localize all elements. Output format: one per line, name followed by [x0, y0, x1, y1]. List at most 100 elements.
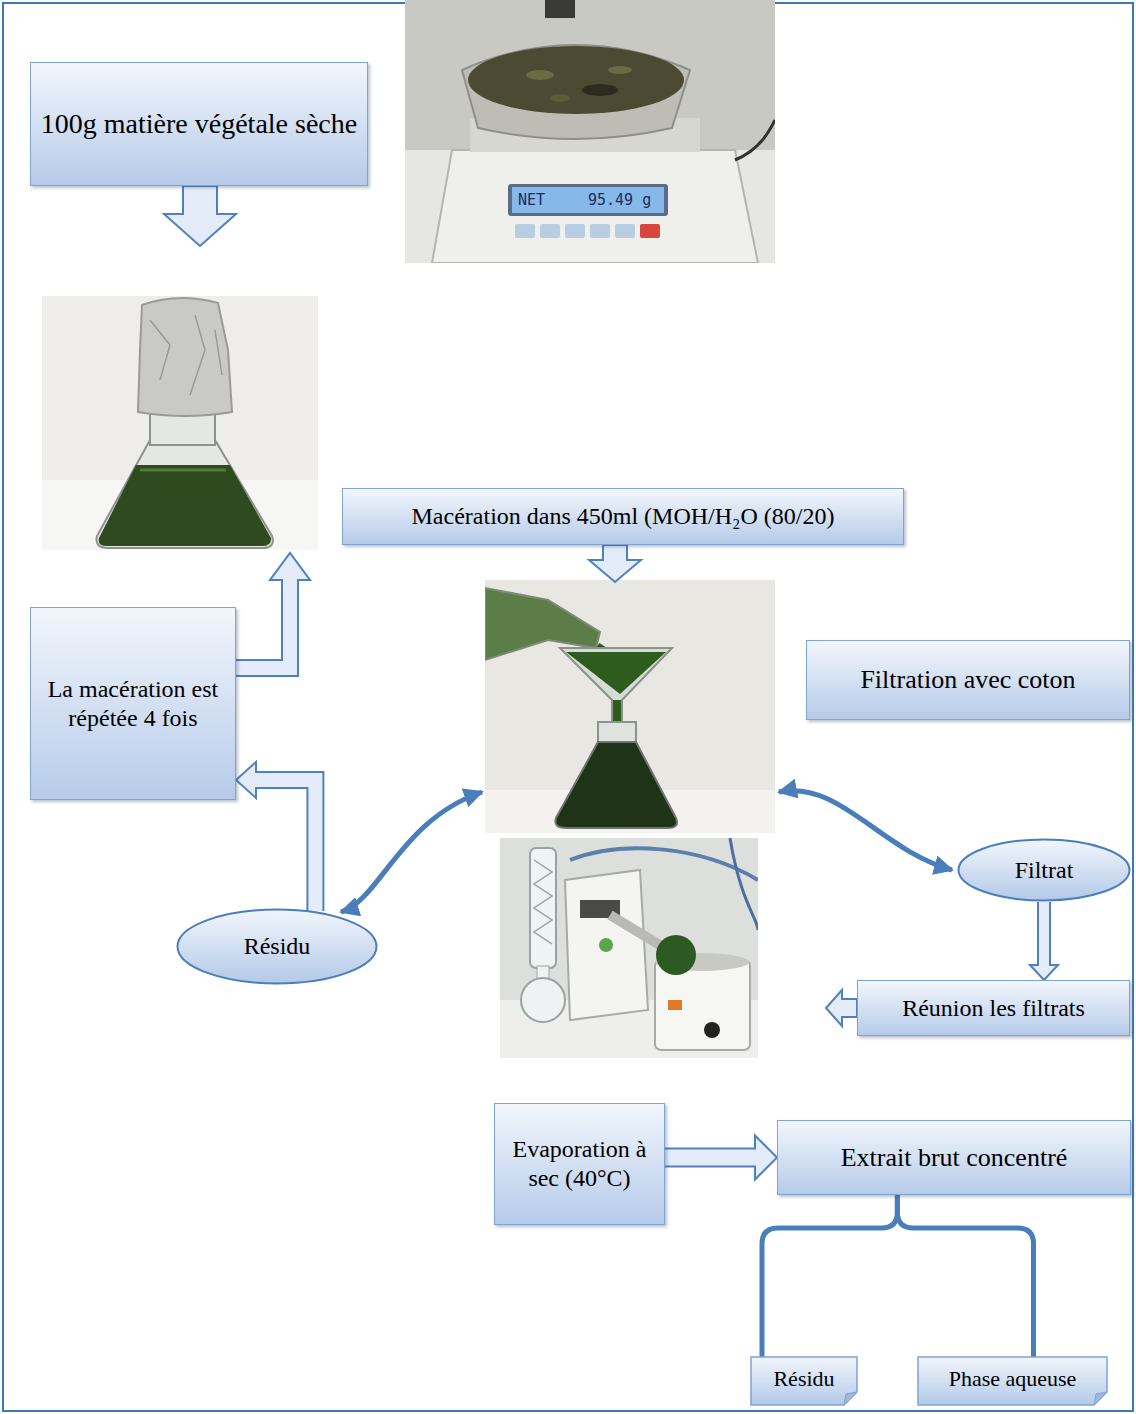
- process-box: Réunion les filtrats: [857, 980, 1130, 1036]
- process-box: Evaporation à sec (40°C): [494, 1103, 665, 1225]
- balance-photo-part: [515, 224, 535, 238]
- flow-arrow-part: [236, 579, 290, 668]
- node-text: Résidu: [758, 1366, 850, 1392]
- flow-connector: [1030, 902, 1058, 980]
- text-group: Extrait brut concentré: [786, 1142, 1122, 1173]
- balance-photo-part: [540, 224, 560, 238]
- product-ellipse: Résidu: [176, 908, 378, 985]
- rotary-evaporator-photo-part: [534, 860, 552, 944]
- filtration-photo-part: [485, 580, 775, 833]
- rotary-evaporator-photo-part: [599, 938, 613, 952]
- rotary-evaporator-photo-part: [570, 848, 758, 880]
- balance-photo-part: [462, 45, 690, 139]
- flask-photo-part: [138, 298, 232, 416]
- rotary-evaporator-photo-part: [704, 1022, 720, 1038]
- rotary-evaporator-photo: [500, 838, 758, 1058]
- filtration-photo: [485, 580, 775, 833]
- balance-photo: [405, 0, 775, 263]
- text-group: Filtrat: [981, 856, 1107, 885]
- text-group: La macération est répétée 4 fois: [39, 675, 227, 733]
- text-group: Résidu: [204, 932, 350, 961]
- rotary-evaporator-photo-part: [521, 978, 565, 1022]
- arrow-fill: [665, 1150, 759, 1166]
- balance-photo-part: [615, 224, 635, 238]
- fraction-document: Résidu: [750, 1356, 858, 1406]
- flow-connector: [897, 1195, 1033, 1356]
- balance-photo-part: [590, 224, 610, 238]
- node-text: Evaporation à sec (40°C): [503, 1135, 656, 1193]
- node-text: Extrait brut concentré: [786, 1142, 1122, 1173]
- filtration-photo-part: [566, 652, 666, 694]
- document-fold: [844, 1392, 857, 1405]
- arrow-outline: [255, 780, 315, 911]
- rotary-evaporator-photo-part: [530, 848, 556, 968]
- balance-photo-part: [468, 46, 684, 114]
- node-text: 100g matière végétale sèche: [39, 107, 359, 141]
- node-text: Réunion les filtrats: [866, 994, 1121, 1023]
- text-group: Evaporation à sec (40°C): [503, 1135, 656, 1193]
- fraction-document: Phase aqueuse: [917, 1356, 1108, 1406]
- rotary-evaporator-photo-part: [730, 838, 758, 930]
- node-text: Filtrat: [981, 856, 1107, 885]
- text-group: Réunion les filtrats: [866, 994, 1121, 1023]
- flow-connector: [665, 1136, 777, 1180]
- balance-photo-part: [508, 184, 668, 216]
- flow-arrow-part: [164, 186, 236, 246]
- ellipse-outline: [959, 840, 1130, 901]
- flow-arrow-part: [589, 545, 641, 582]
- balance-photo-part: [565, 224, 585, 238]
- flask-photo-part: [140, 469, 226, 472]
- text-group: Phase aqueuse: [925, 1366, 1100, 1392]
- arrow-fill: [252, 780, 315, 911]
- display-text: 95.49 g: [588, 191, 651, 209]
- balance-photo-part: [735, 120, 775, 160]
- flask-photo-part: [99, 465, 271, 546]
- flask-photo-part: [150, 315, 222, 395]
- note-box: La macération est répétée 4 fois: [30, 607, 236, 800]
- flask-photo: [42, 296, 318, 550]
- label-holder: 95.49 g: [588, 191, 651, 209]
- exchange-arrow-part: [779, 791, 952, 870]
- input-box: 100g matière végétale sèche: [30, 62, 368, 186]
- rotary-evaporator-photo-part: [668, 1000, 682, 1010]
- product-ellipse: Filtrat: [957, 838, 1131, 902]
- flow-arrow: [164, 186, 857, 1026]
- balance-photo-part: [550, 94, 570, 102]
- node-text: Résidu: [204, 932, 350, 961]
- ellipse-outline: [178, 910, 377, 984]
- brace-line: [762, 1195, 897, 1356]
- balance-photo-part: [405, 150, 775, 263]
- filtration-photo-part: [598, 722, 636, 744]
- node-text: Macération dans 450ml (MOH/H₂O (80/20): [351, 502, 895, 531]
- brace-line: [897, 1195, 1033, 1356]
- node-text: Filtration avec coton: [815, 664, 1121, 695]
- flow-connector: [762, 1195, 897, 1356]
- rotary-evaporator-photo-part: [656, 935, 696, 975]
- text-group: Macération dans 450ml (MOH/H₂O (80/20): [351, 502, 895, 531]
- process-box: Filtration avec coton: [806, 640, 1130, 720]
- rotary-evaporator-photo-part: [500, 838, 758, 1058]
- label-holder: NET: [518, 191, 545, 209]
- balance-photo-part: [405, 0, 775, 263]
- exchange-arrow: [341, 791, 952, 912]
- text-group: Filtration avec coton: [815, 664, 1121, 695]
- flask-photo-part: [96, 440, 272, 548]
- node-text: La macération est répétée 4 fois: [39, 675, 227, 733]
- exchange-arrow-part: [341, 792, 482, 912]
- flow-connector: [236, 762, 315, 911]
- balance-photo-part: [432, 150, 758, 263]
- balance-photo-part: [526, 70, 554, 80]
- text-group: 100g matière végétale sèche: [39, 107, 359, 141]
- rotary-evaporator-photo-part: [565, 870, 648, 1020]
- node-text: Phase aqueuse: [925, 1366, 1100, 1392]
- filtration-photo-part: [560, 648, 672, 728]
- display-text: NET: [518, 191, 545, 209]
- process-box: Macération dans 450ml (MOH/H₂O (80/20): [342, 488, 904, 545]
- balance-photo-part: [582, 84, 618, 96]
- balance-photo-part: [608, 66, 632, 74]
- document-fold: [1094, 1392, 1107, 1405]
- flow-arrow-part: [270, 553, 310, 580]
- document-outline: [918, 1357, 1107, 1405]
- filtration-photo-part: [555, 742, 677, 828]
